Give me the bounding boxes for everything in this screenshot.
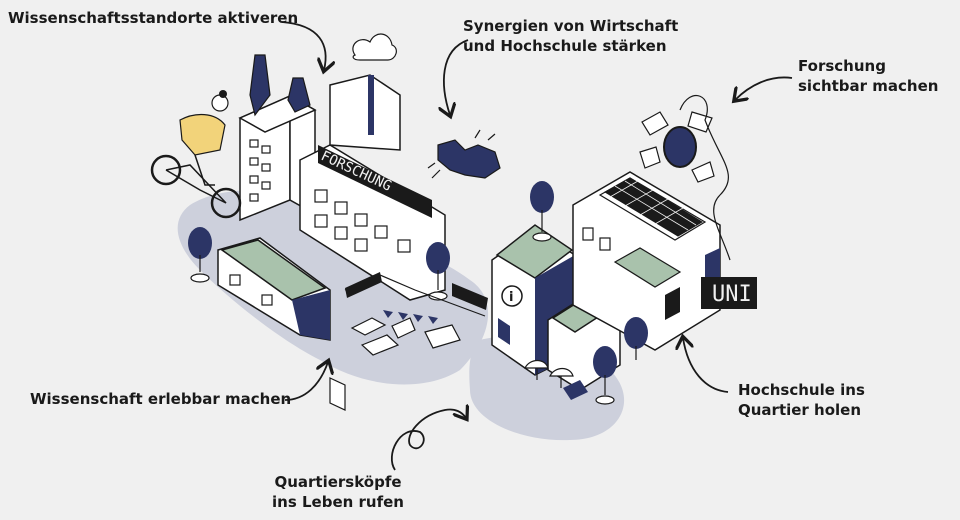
caption-line: ins Leben rufen [272, 493, 404, 511]
tree-left [188, 227, 212, 283]
cyclist [150, 90, 242, 219]
arrow-synergy [444, 39, 469, 115]
caption-quarter-heads: Quartiersköpfe ins Leben rufen [268, 472, 408, 512]
green-roof-hall [217, 237, 331, 341]
info-sign: i [509, 290, 513, 305]
caption-line: und Hochschule stärken [463, 37, 667, 55]
factory-tower [238, 54, 317, 222]
handshake-icon [427, 129, 501, 179]
caption-line: Synergien von Wirtschaft [463, 17, 679, 35]
arrow-activate [281, 21, 326, 70]
caption-line: Quartiersköpfe [274, 473, 402, 491]
caption-university-quarter: Hochschule ins Quartier holen [738, 380, 865, 420]
caption-line: Wissenschaftsstandorte aktiveren [8, 9, 299, 27]
research-building: FORSCHUNG [299, 33, 446, 301]
caption-line: Forschung [798, 57, 886, 75]
arrow-research [735, 76, 793, 100]
caption-line: Wissenschaft erlebbar machen [30, 390, 292, 408]
arrow-quarter [390, 409, 466, 471]
market-area [344, 272, 488, 356]
caption-activate-sites: Wissenschaftsstandorte aktiveren [8, 8, 298, 28]
spotlight [639, 95, 731, 261]
caption-line: Hochschule ins [738, 381, 865, 399]
caption-experience-science: Wissenschaft erlebbar machen [30, 389, 291, 409]
tree-middle [426, 242, 450, 301]
caption-line: Quartier holen [738, 401, 862, 419]
small-sign [329, 377, 346, 411]
uni-sign: UNI [712, 282, 752, 307]
arrow-experience [284, 362, 328, 401]
caption-line: sichtbar machen [798, 77, 939, 95]
caption-synergies: Synergien von Wirtschaft und Hochschule … [463, 16, 678, 56]
university-building: UNI [572, 171, 757, 405]
caption-research-visible: Forschung sichtbar machen [798, 56, 938, 96]
arrow-university [683, 338, 729, 393]
parasols [524, 359, 588, 400]
